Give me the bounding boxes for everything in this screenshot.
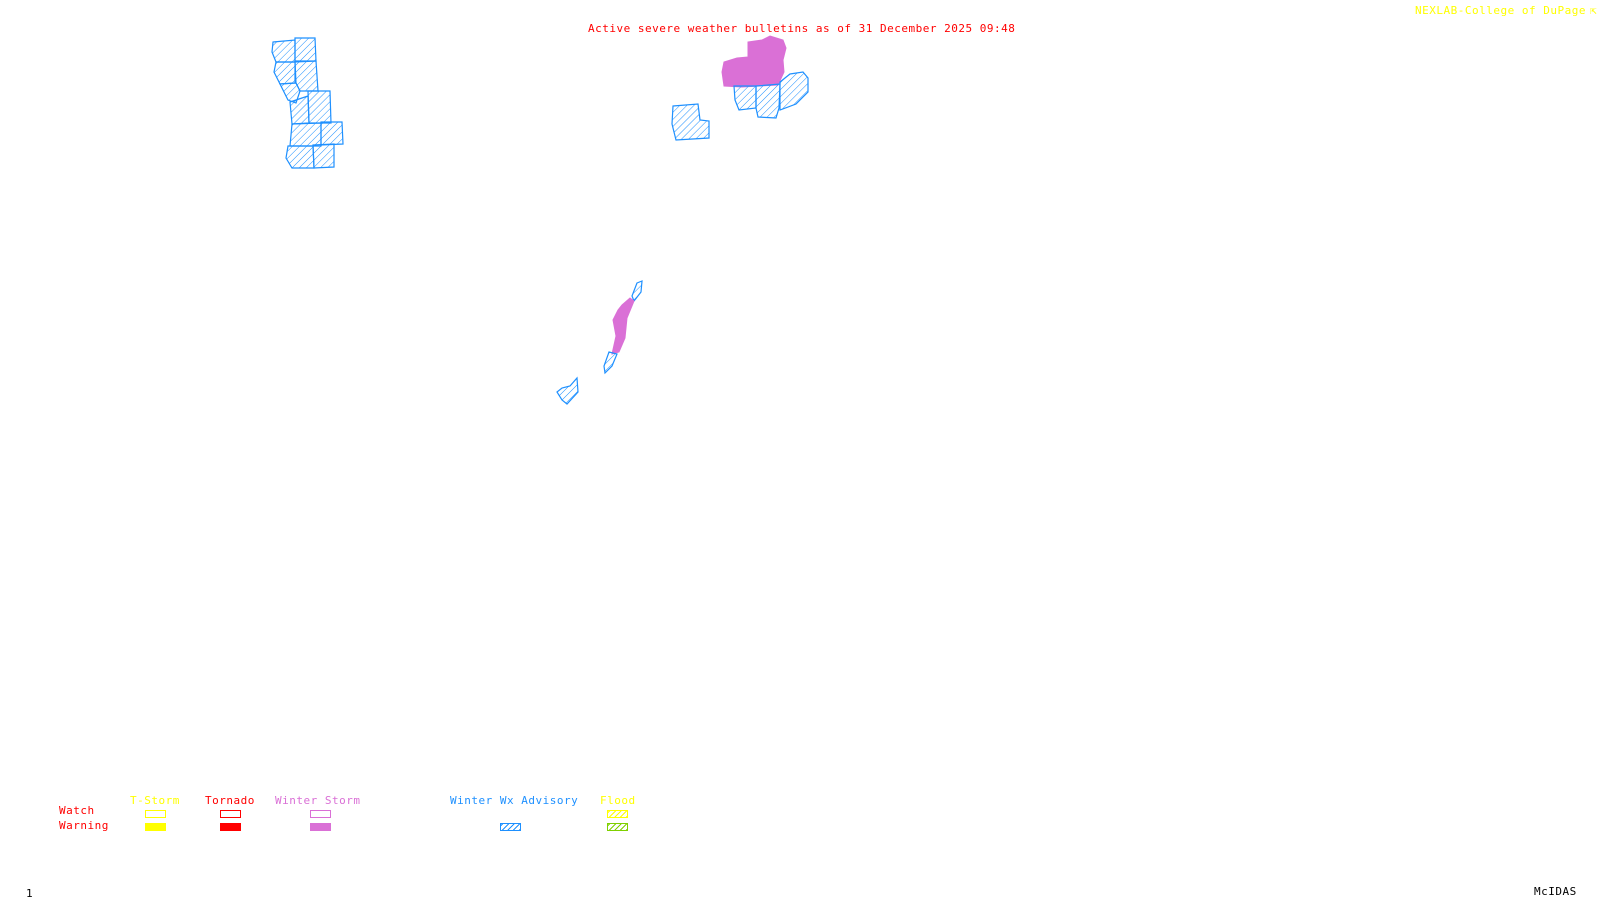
county-polygon [320,121,344,146]
flood-watch-swatch [607,810,628,818]
tstorm-warning-swatch [145,823,166,831]
advisory-strip-south-end [603,351,618,375]
county-polygon [312,143,335,169]
tstorm-watch-swatch [145,810,166,818]
legend-row-watch: Watch [59,804,95,817]
advisory-cluster-northwest [271,37,344,169]
legend-header-winter-storm: Winter Storm [275,794,361,807]
advisory-strip-north-end [631,280,643,303]
county-polygon [285,145,315,169]
legend-header-flood: Flood [600,794,636,807]
advisory-area-small-central [556,376,579,405]
tornado-watch-swatch [220,810,241,818]
legend-header-tornado: Tornado [205,794,255,807]
county-polygon [755,83,781,119]
legend-row-warning: Warning [59,819,109,832]
county-polygon [289,122,322,147]
county-polygon [779,71,809,111]
credit-icon: ⇱ [1590,4,1598,17]
winter-storm-warning-swatch [310,823,331,831]
advisory-cluster-north-central [671,71,809,141]
software-label: McIDAS [1534,885,1577,898]
county-polygon [294,60,319,92]
winter-storm-warning-strip [611,297,635,355]
bulletin-title: Active severe weather bulletins as of 31… [588,22,1016,35]
county-polygon [273,61,296,85]
winter-storm-watch-swatch [310,810,331,818]
winter-storm-warning-area-north [721,35,787,88]
county-polygon [671,103,710,141]
county-polygon [733,85,757,111]
county-polygon [271,39,296,63]
county-polygon [294,37,317,63]
winter-wx-advisory-swatch [500,823,521,831]
county-polygon [279,82,301,104]
credit-label: NEXLAB-College of DuPage [1415,4,1586,17]
legend-header-tstorm: T-Storm [130,794,180,807]
tornado-warning-swatch [220,823,241,831]
county-polygon [307,90,332,124]
flood-warning-swatch [607,823,628,831]
legend-header-winter-wx-advisory: Winter Wx Advisory [450,794,579,807]
frame-number: 1 [26,887,34,900]
